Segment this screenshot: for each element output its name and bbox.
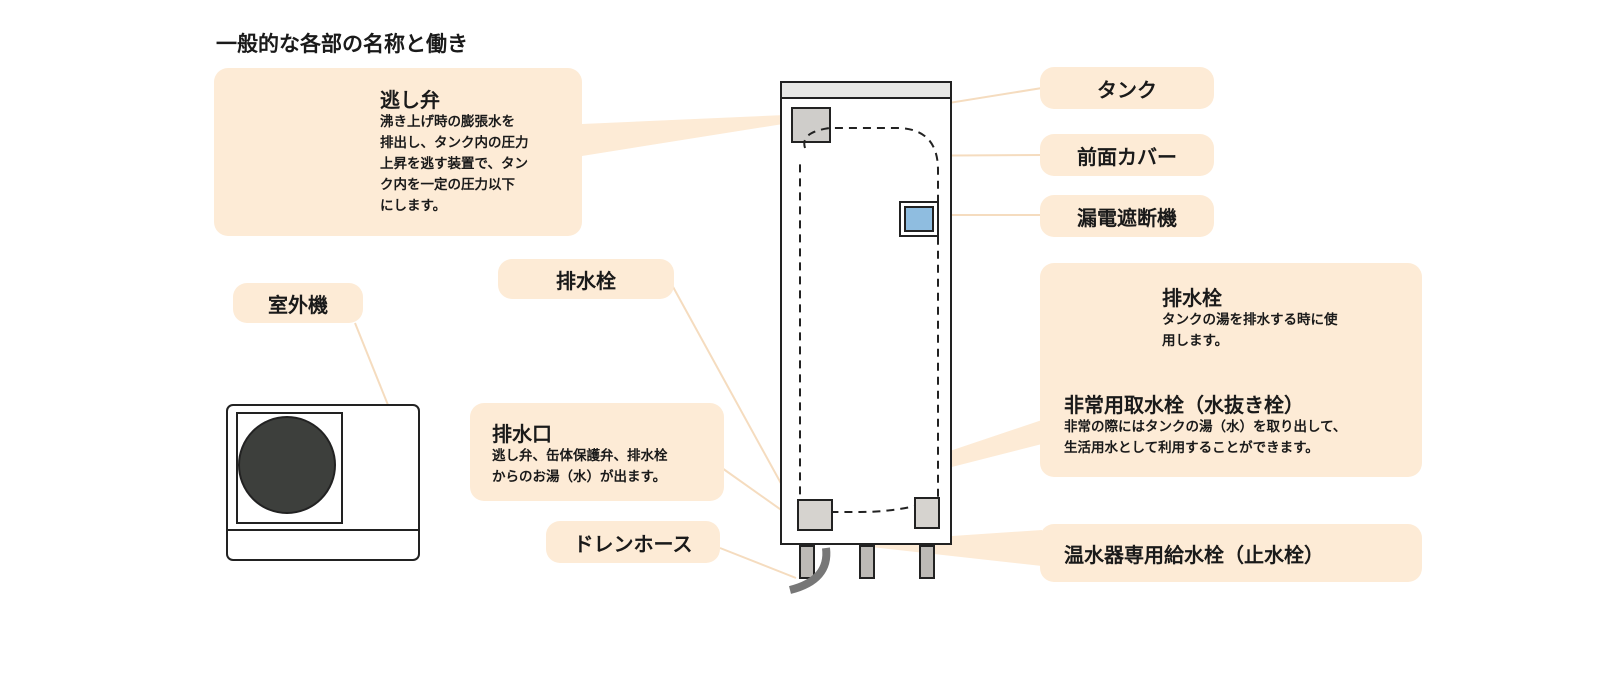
drain-outlet-text: 排水口 逃し弁、缶体保護弁、排水栓 からのお湯（水）が出ます。 [492,422,668,488]
label-breaker: 漏電遮断機 [1040,195,1214,237]
page-title: 一般的な各部の名称と働き [216,32,468,56]
drain-plug-detail-title: 排水栓 [1162,286,1222,310]
relief-valve-desc-4: ク内を一定の圧力以下 [380,177,515,193]
drain-plug-detail-desc-1: タンクの湯を排水する時に使 [1162,312,1338,328]
label-tank: タンク [1040,67,1214,109]
relief-valve-desc-2: 排出し、タンク内の圧力 [380,135,529,151]
relief-valve-desc-5: にします。 [380,198,447,214]
relief-valve-desc-3: 上昇を逃す装置で、タン [380,156,528,172]
outdoor-unit-illustration [226,404,420,561]
label-supply-valve: 温水器専用給水栓（止水栓） [1040,524,1422,582]
leader-drain-hose [719,547,797,579]
relief-valve-desc-1: 沸き上げ時の膨張水を [380,114,515,130]
drain-outlet-desc-2: からのお湯（水）が出ます。 [492,469,667,485]
label-drain-hose: ドレンホース [546,521,720,563]
callout-drain-plug-emergency [1040,263,1422,477]
label-front-cover: 前面カバー [1040,134,1214,176]
emergency-tap-desc-2: 生活用水として利用することができます。 [1064,440,1319,456]
drain-outlet-desc-1: 逃し弁、缶体保護弁、排水栓 [492,448,668,464]
water-heater-illustration [780,81,952,594]
label-drain-plug: 排水栓 [498,259,674,299]
drain-plug-detail-desc-2: 用します。 [1162,333,1229,349]
callout-relief-valve [214,68,582,236]
emergency-tap-text: 非常用取水栓（水抜き栓） 非常の際にはタンクの湯（水）を取り出して、 生活用水と… [1064,393,1346,459]
leader-drain-plug [671,284,801,519]
callout-drain-outlet [470,403,724,501]
relief-valve-text: 逃し弁 沸き上げ時の膨張水を 排出し、タンク内の圧力 上昇を逃す装置で、タン ク… [380,88,529,217]
emergency-tap-desc-1: 非常の際にはタンクの湯（水）を取り出して、 [1064,419,1347,435]
emergency-tap-title: 非常用取水栓（水抜き栓） [1064,393,1304,417]
leader-outdoor [354,322,391,411]
drain-outlet-title: 排水口 [492,422,552,446]
drain-plug-detail-text: 排水栓 タンクの湯を排水する時に使 用します。 [1162,286,1338,352]
relief-valve-title: 逃し弁 [380,88,440,112]
label-outdoor-unit: 室外機 [233,283,363,323]
leader-relief-valve [582,114,808,156]
